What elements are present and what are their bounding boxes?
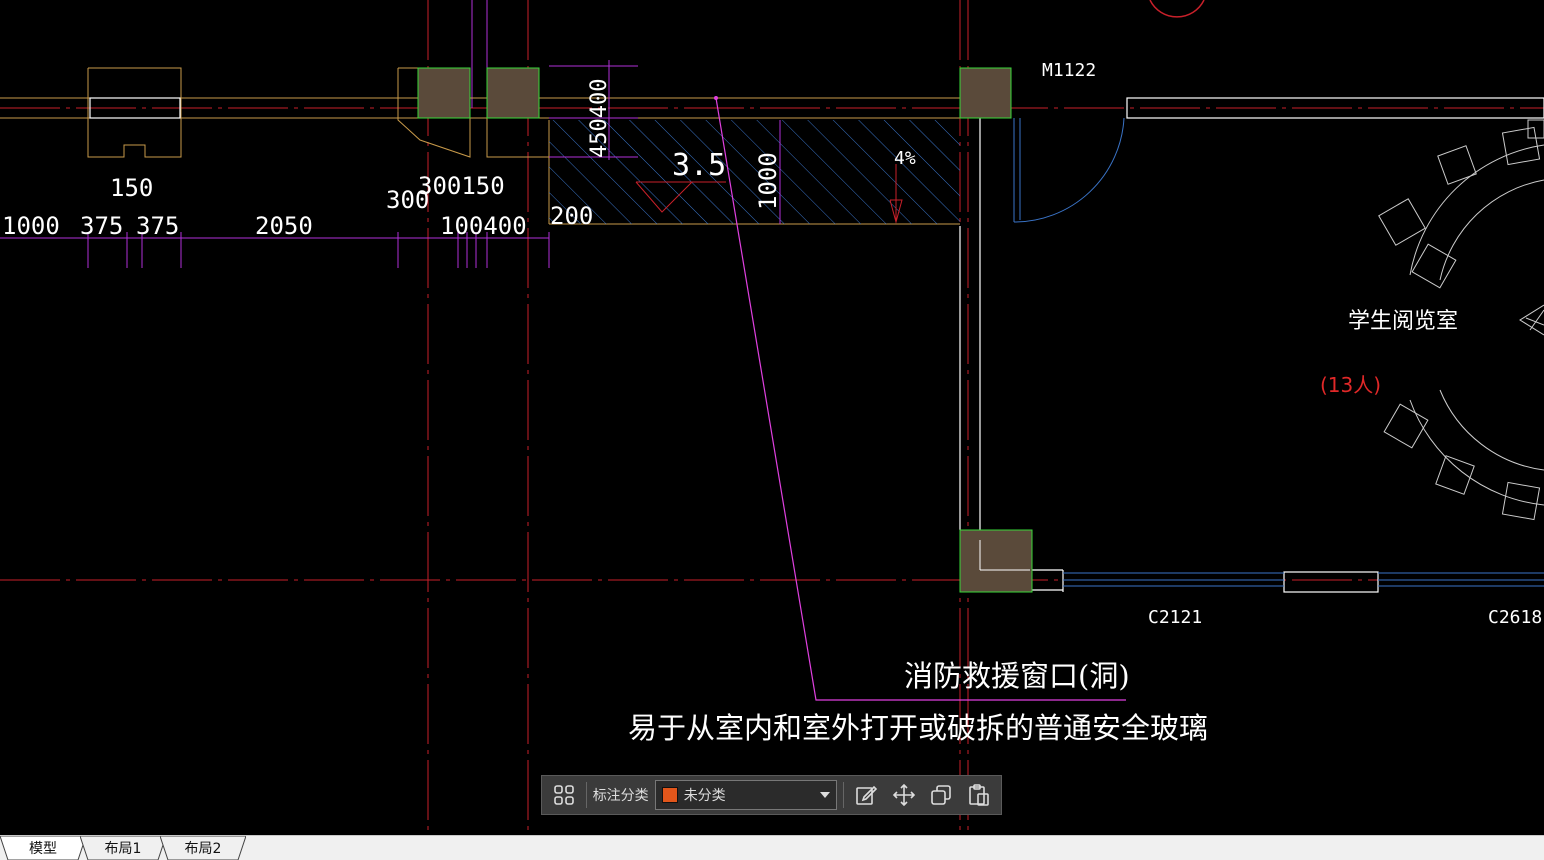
dim-200: 200 bbox=[550, 202, 593, 230]
category-value: 未分类 bbox=[683, 788, 726, 804]
category-select[interactable]: 未分类 bbox=[654, 780, 838, 810]
chevron-down-icon bbox=[820, 792, 831, 798]
paste-icon bbox=[969, 784, 989, 806]
tab-shape bbox=[0, 836, 86, 860]
tab-shape bbox=[80, 836, 166, 860]
dim-300: 300 bbox=[386, 186, 429, 214]
leader-dot bbox=[714, 96, 718, 100]
move-icon bbox=[892, 783, 915, 807]
note-safety-glass: 易于从室内和室外打开或破拆的普通安全玻璃 bbox=[628, 711, 1208, 745]
slope-label: 4% bbox=[894, 148, 916, 169]
move-button[interactable] bbox=[888, 779, 920, 811]
tab-layout1[interactable]: 布局1 bbox=[80, 836, 166, 860]
edit-button[interactable] bbox=[850, 779, 882, 811]
window-tag-c2618: C2618 bbox=[1488, 607, 1542, 628]
dim-450400: 450400 bbox=[587, 79, 612, 158]
dim-375-a: 375 bbox=[80, 212, 123, 240]
annotation-toolbar: 标注分类 未分类 bbox=[541, 775, 1002, 815]
grid-icon bbox=[554, 785, 574, 805]
window-lines bbox=[1063, 572, 1544, 587]
tab-model[interactable]: 模型 bbox=[0, 836, 86, 860]
window-tag-c2121: C2121 bbox=[1148, 607, 1202, 628]
copy-button[interactable] bbox=[926, 779, 958, 811]
leader-line bbox=[715, 97, 1126, 701]
door-swing bbox=[1013, 117, 1125, 223]
cad-canvas[interactable]: 150 1000 375 375 2050 300 300150 100400 … bbox=[0, 0, 1544, 835]
layout-tab-bar: 模型 布局1 布局2 bbox=[0, 835, 1544, 860]
partial-circle bbox=[1149, 0, 1205, 18]
note-fire-rescue-window: 消防救援窗口(洞) bbox=[904, 659, 1130, 693]
category-label: 标注分类 bbox=[592, 788, 649, 804]
toolbar-separator bbox=[585, 782, 587, 808]
grid-button[interactable] bbox=[548, 779, 580, 811]
dim-150: 150 bbox=[110, 174, 153, 202]
dim-300150: 300150 bbox=[418, 172, 505, 200]
tab-shape bbox=[160, 836, 246, 860]
dim-375-b: 375 bbox=[136, 212, 179, 240]
dim-100400: 100400 bbox=[440, 212, 527, 240]
columns bbox=[417, 67, 1033, 593]
tab-label: 布局2 bbox=[184, 841, 222, 857]
edit-icon bbox=[856, 785, 878, 805]
furniture-round-table bbox=[1378, 119, 1544, 521]
dim-2050: 2050 bbox=[255, 212, 313, 240]
plant-icon bbox=[1519, 304, 1544, 336]
dim-1000-vertical: 1000 bbox=[754, 152, 782, 210]
category-color-swatch bbox=[661, 787, 678, 803]
room-occupancy: (13人) bbox=[1320, 373, 1381, 397]
axis-lines bbox=[0, 0, 1544, 835]
tab-layout2[interactable]: 布局2 bbox=[160, 836, 246, 860]
paste-button[interactable] bbox=[963, 779, 995, 811]
elevation-mark bbox=[635, 164, 903, 224]
copy-icon bbox=[931, 785, 952, 805]
elevation-label: 3.5 bbox=[672, 148, 726, 183]
dim-1000: 1000 bbox=[2, 212, 60, 240]
door-tag: M1122 bbox=[1042, 60, 1096, 81]
room-name: 学生阅览室 bbox=[1348, 309, 1458, 334]
tab-label: 模型 bbox=[29, 841, 57, 857]
tab-label: 布局1 bbox=[104, 841, 142, 857]
dimension-lines bbox=[0, 60, 781, 268]
column-inner bbox=[979, 540, 1030, 571]
toolbar-separator bbox=[843, 782, 845, 808]
magenta-guides bbox=[471, 0, 488, 108]
